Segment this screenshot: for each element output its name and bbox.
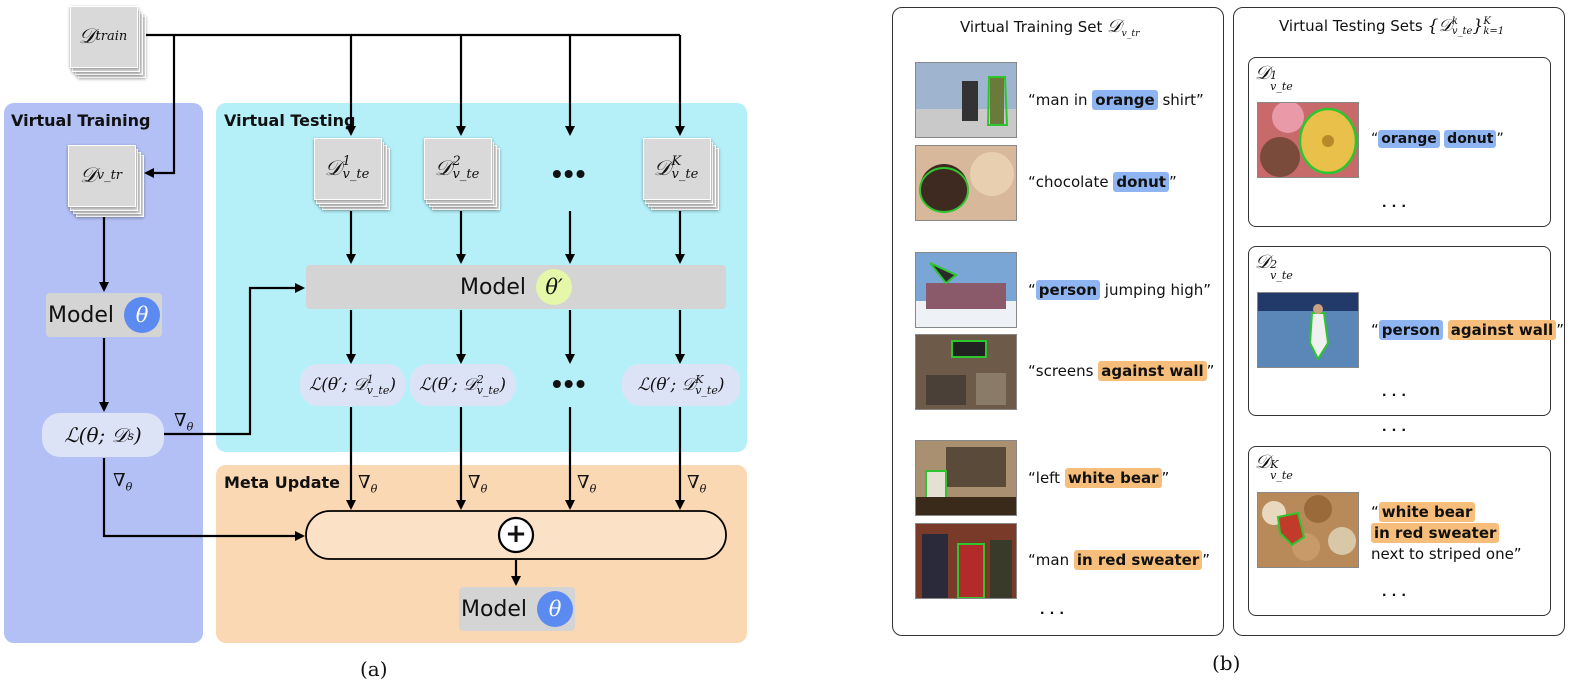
sum-circle (497, 516, 535, 554)
train-list-ellipsis: · · · (1040, 605, 1065, 622)
plus-sign: + (505, 519, 527, 549)
updated-model-theta-box: Model θ (459, 587, 575, 631)
train-image-3-photo (916, 253, 1016, 327)
grad-label-source-right: ∇θ (174, 410, 194, 434)
virtual-training-title: Virtual Training (11, 111, 151, 130)
test-image-1 (1257, 102, 1359, 178)
updated-model-label: Model (460, 596, 528, 622)
train-caption-4: “screens against wall” (1028, 361, 1215, 381)
virtual-training-set-title: Virtual Training Set 𝒟v_tr (960, 16, 1140, 39)
test-image-3 (1257, 492, 1359, 568)
test-set-ellipsis: ••• (552, 158, 588, 189)
train-image-1-photo (916, 63, 1016, 137)
grad-label-test-3: ∇θ (577, 472, 597, 496)
virtual-testing-title: Virtual Testing (224, 111, 356, 130)
train-image-6 (915, 523, 1017, 599)
theta-prime-circle: θ′ (536, 269, 573, 305)
train-image-2 (915, 145, 1017, 221)
test-image-2 (1257, 292, 1359, 368)
model-theta-box: Model θ (46, 293, 162, 337)
grad-label-test-k: ∇θ (687, 472, 707, 496)
test-sets-between-ellipsis: · · · (1382, 422, 1407, 439)
theta-circle: θ (124, 297, 161, 333)
grad-label-source-down: ∇θ (113, 470, 133, 494)
model-prime-label: Model (459, 274, 527, 300)
train-caption-2: “chocolate donut” (1028, 172, 1177, 192)
updated-theta-circle: θ (537, 591, 574, 627)
meta-update-title: Meta Update (224, 473, 340, 492)
train-image-5-photo (916, 441, 1016, 515)
test-image-1-photo (1258, 103, 1358, 177)
train-image-1 (915, 62, 1017, 138)
train-caption-3: “person jumping high” (1028, 280, 1212, 300)
grad-label-test-1: ∇θ (358, 472, 378, 496)
flow-arrows (99, 33, 727, 586)
figure-caption-b: (b) (1212, 651, 1241, 675)
figure-caption-a: (a) (360, 657, 388, 681)
train-caption-1: “man in orange shirt” (1028, 90, 1204, 110)
grad-label-test-2: ∇θ (468, 472, 488, 496)
test-set-1-ellipsis: · · · (1382, 198, 1407, 215)
test-set-2-ellipsis: · · · (1382, 387, 1407, 404)
train-image-2-photo (916, 146, 1016, 220)
test-caption-2: “person against wall” (1371, 320, 1564, 340)
model-theta-prime-box: Model θ′ (306, 265, 726, 309)
train-image-4-photo (916, 335, 1016, 409)
train-image-6-photo (916, 524, 1016, 598)
train-image-3 (915, 252, 1017, 328)
test-set-k-ellipsis: · · · (1382, 587, 1407, 604)
train-image-5 (915, 440, 1017, 516)
test-loss-ellipsis: ••• (552, 368, 588, 399)
test-image-2-photo (1258, 293, 1358, 367)
train-caption-5: “left white bear” (1028, 468, 1170, 488)
test-caption-1: “orange donut” (1371, 130, 1504, 148)
train-image-4 (915, 334, 1017, 410)
test-image-3-photo (1258, 493, 1358, 567)
model-label: Model (47, 302, 115, 328)
train-caption-6: “man in red sweater” (1028, 550, 1211, 570)
